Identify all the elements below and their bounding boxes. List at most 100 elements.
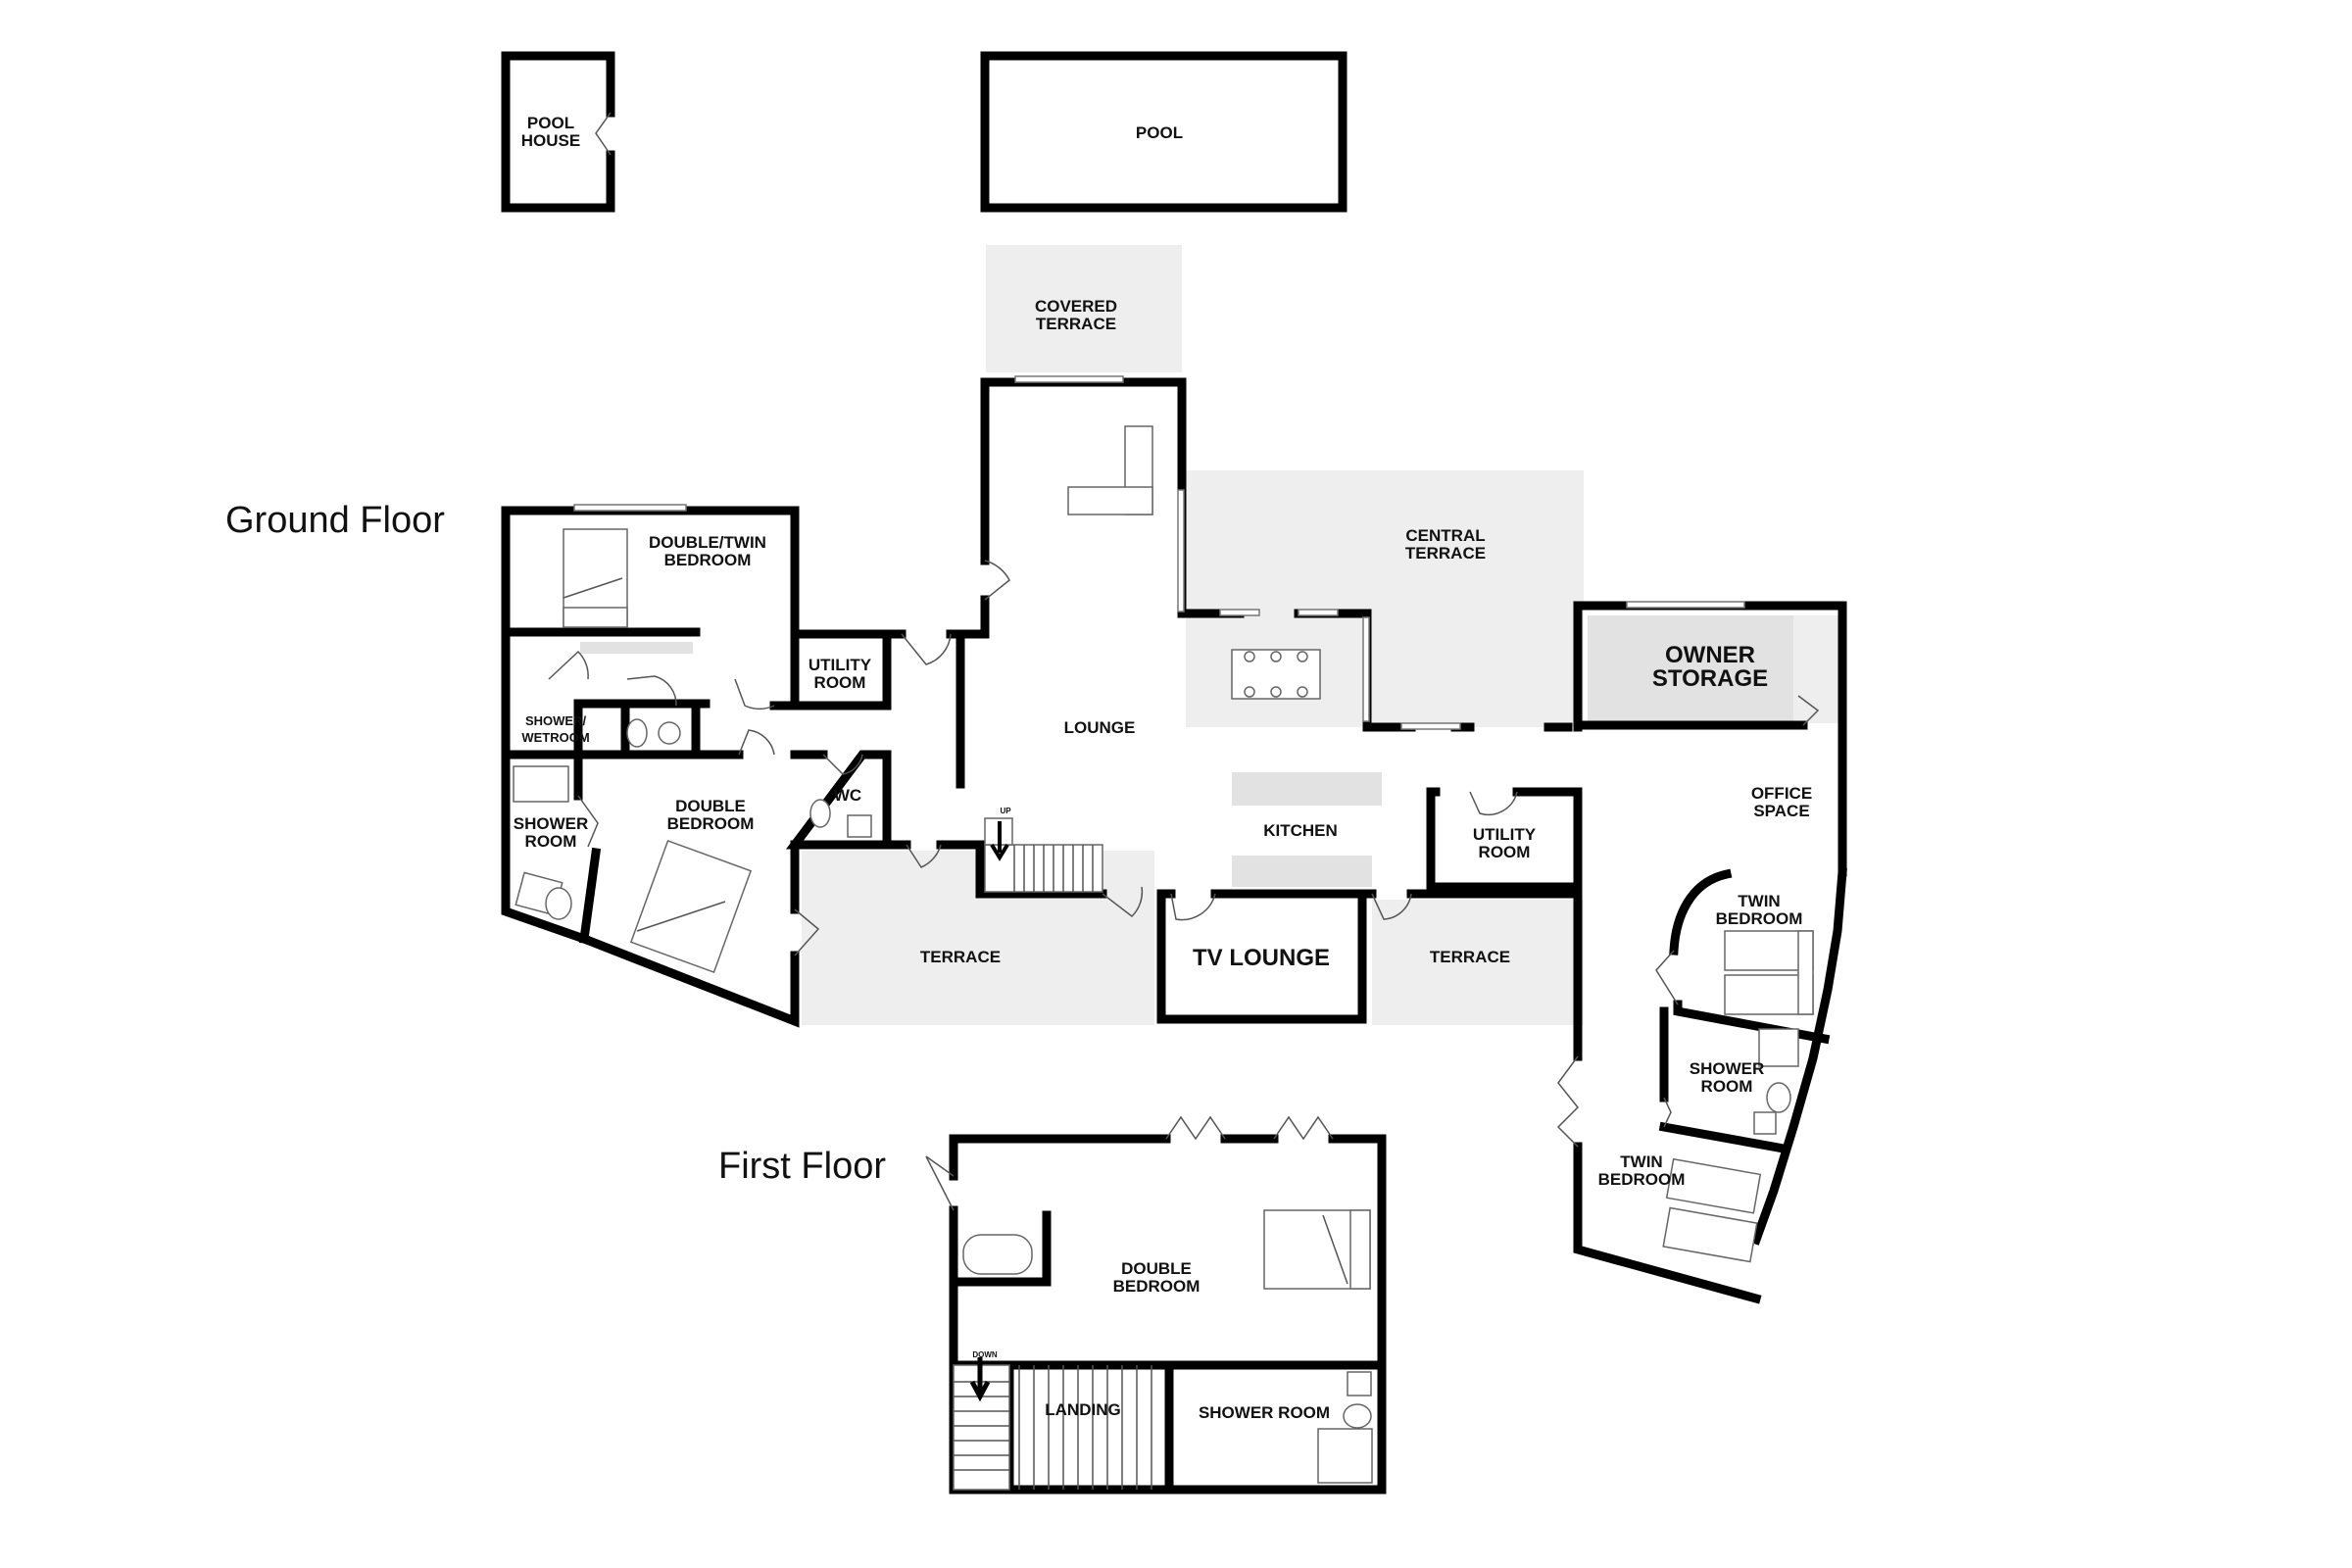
- sink-icon: [1347, 1371, 1372, 1396]
- door: [794, 908, 820, 956]
- window: [573, 504, 687, 512]
- window: [1219, 609, 1260, 616]
- landing-label: LANDING: [1045, 1400, 1120, 1419]
- terrace-right-area: [1372, 900, 1584, 1025]
- door: [1371, 893, 1412, 920]
- covered-terrace-label: COVERED: [1035, 297, 1117, 316]
- arrow-down-icon: [990, 821, 1009, 861]
- office-space-label: OFFICE: [1751, 784, 1812, 803]
- door: [1273, 1115, 1334, 1141]
- shower-tray-icon: [1758, 1028, 1799, 1067]
- stairs-up-label: UP: [1000, 807, 1011, 815]
- door: [1663, 1097, 1672, 1128]
- shower-wetroom-label: SHOWER/: [525, 713, 587, 728]
- toilet-icon: [1766, 1082, 1791, 1113]
- shower-room-label: ROOM: [1701, 1077, 1753, 1096]
- terrace-right-walls: [1406, 889, 1583, 1061]
- central-lower-walls: [790, 840, 1107, 899]
- shower-room-label: SHOWER ROOM: [1199, 1403, 1330, 1422]
- window: [1298, 609, 1339, 616]
- door: [984, 560, 1010, 601]
- utility-room-label: ROOM: [814, 673, 866, 692]
- double-bedroom-ground-walls: [573, 750, 800, 1028]
- stairs-down-label: DOWN: [972, 1350, 998, 1359]
- door: [1556, 1055, 1580, 1148]
- arrow-down-icon: [969, 1357, 991, 1402]
- shower-room-label: SHOWER: [1690, 1059, 1765, 1078]
- first-floor-title: First Floor: [718, 1146, 886, 1187]
- utility-room-label: ROOM: [1479, 843, 1531, 861]
- wardrobe-shade: [580, 642, 693, 654]
- shower-room-left-walls: [501, 750, 590, 945]
- door: [901, 633, 952, 665]
- pool-walls: [980, 51, 1348, 213]
- central-terrace-label: CENTRAL: [1405, 526, 1485, 545]
- stairs-icon: [984, 817, 1103, 893]
- sink-icon: [847, 814, 872, 838]
- double-bedroom-label: BEDROOM: [1113, 1277, 1200, 1296]
- shower-tray-icon: [513, 765, 569, 803]
- twin-bedroom-label: TWIN: [1620, 1152, 1662, 1171]
- owner-storage-area-2: [1793, 615, 1840, 723]
- bed-icon: [563, 528, 628, 628]
- shower-room-label: SHOWER: [514, 814, 589, 833]
- window: [1400, 722, 1461, 730]
- door: [1469, 791, 1518, 816]
- double-bedroom-label: DOUBLE: [675, 797, 746, 815]
- window: [1362, 616, 1370, 722]
- double-bedroom-label: DOUBLE: [1121, 1259, 1192, 1278]
- door: [626, 675, 677, 707]
- kitchen-counter-bottom: [1232, 856, 1372, 887]
- twin-bedroom-label: BEDROOM: [1598, 1170, 1686, 1189]
- utility-room-left-walls: [790, 629, 892, 710]
- door: [577, 795, 599, 848]
- toilet-icon: [809, 799, 831, 828]
- office-space-label: SPACE: [1753, 802, 1809, 820]
- window: [1626, 601, 1745, 609]
- sink-icon: [1753, 1111, 1777, 1135]
- twin-bedroom-label: TWIN: [1738, 892, 1780, 910]
- utility-room-label: UTILITY: [808, 656, 872, 674]
- owner-storage-label: OWNER: [1665, 642, 1755, 668]
- sink-icon: [658, 721, 681, 745]
- terrace-label: TERRACE: [920, 948, 1001, 966]
- toilet-icon: [1343, 1403, 1372, 1429]
- door: [1102, 886, 1144, 917]
- covered-terrace-area: [986, 245, 1182, 372]
- twin-bedroom-label: BEDROOM: [1716, 909, 1803, 928]
- utility-room-label: UTILITY: [1473, 825, 1537, 844]
- central-terrace-label: TERRACE: [1405, 544, 1486, 563]
- door: [548, 650, 589, 680]
- dining-table-icon: [1231, 649, 1321, 700]
- shower-room-label: ROOM: [525, 832, 577, 851]
- door: [1797, 695, 1820, 726]
- window: [1177, 489, 1185, 612]
- door: [734, 678, 775, 710]
- shower-wetroom-label: WETROOM: [521, 730, 589, 745]
- pool-label: POOL: [1136, 123, 1183, 142]
- owner-storage-area: [1588, 615, 1793, 723]
- bathtub-icon: [962, 1234, 1033, 1275]
- covered-terrace-label: TERRACE: [1036, 315, 1116, 333]
- ground-floor-title: Ground Floor: [225, 500, 445, 541]
- window: [1014, 375, 1124, 383]
- pool-house-door: [595, 112, 612, 156]
- kitchen-label: KITCHEN: [1263, 821, 1338, 840]
- sofa-icon: [1067, 425, 1153, 515]
- bed-icon: [1662, 1157, 1762, 1263]
- toilet-icon: [545, 887, 572, 920]
- double-twin-bedroom-label: BEDROOM: [664, 551, 752, 569]
- right-wing-walls: [1573, 867, 1847, 1304]
- pool-house-label: HOUSE: [521, 131, 580, 150]
- bed-icon: [629, 839, 753, 974]
- tv-lounge-label: TV LOUNGE: [1193, 945, 1330, 971]
- double-twin-bedroom-label: DOUBLE/TWIN: [649, 533, 766, 552]
- lounge-label: LOUNGE: [1064, 718, 1136, 737]
- pool-house-label: POOL: [527, 114, 574, 132]
- first-floor-inner-walls: [949, 1210, 1387, 1494]
- double-bedroom-label: BEDROOM: [667, 814, 755, 833]
- door: [822, 754, 863, 775]
- terrace-label: TERRACE: [1430, 948, 1510, 966]
- bed-icon: [1724, 930, 1814, 1015]
